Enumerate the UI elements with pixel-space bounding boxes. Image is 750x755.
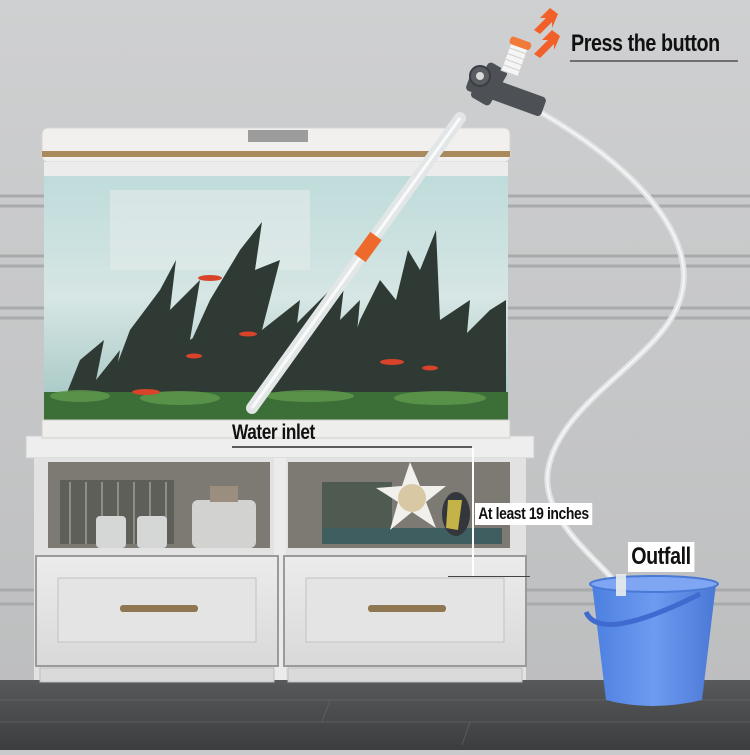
fish-group: [132, 275, 438, 395]
drawer-handle-right: [368, 605, 446, 612]
press-button-leader-line: [570, 60, 738, 62]
pump-bellows: [500, 36, 532, 78]
siphon-tube: [246, 112, 466, 414]
arrow-down-left-icon: [534, 8, 560, 58]
bucket-handle: [583, 591, 702, 627]
water-inlet-leader-line: [232, 446, 472, 448]
press-button-label: Press the button: [571, 30, 720, 57]
water-inlet-label: Water inlet: [232, 421, 315, 444]
height-dimension-line: [472, 448, 474, 576]
bucket: [583, 574, 719, 706]
drawer-handle-left: [120, 605, 198, 612]
height-requirement-label: At least 19 inches: [475, 503, 592, 525]
cabinet: [25, 435, 535, 683]
pump-head: [466, 36, 546, 116]
pump-button: [509, 36, 532, 50]
height-baseline: [448, 576, 530, 577]
aquarium: [41, 127, 511, 439]
outfall-label: Outfall: [628, 542, 695, 572]
